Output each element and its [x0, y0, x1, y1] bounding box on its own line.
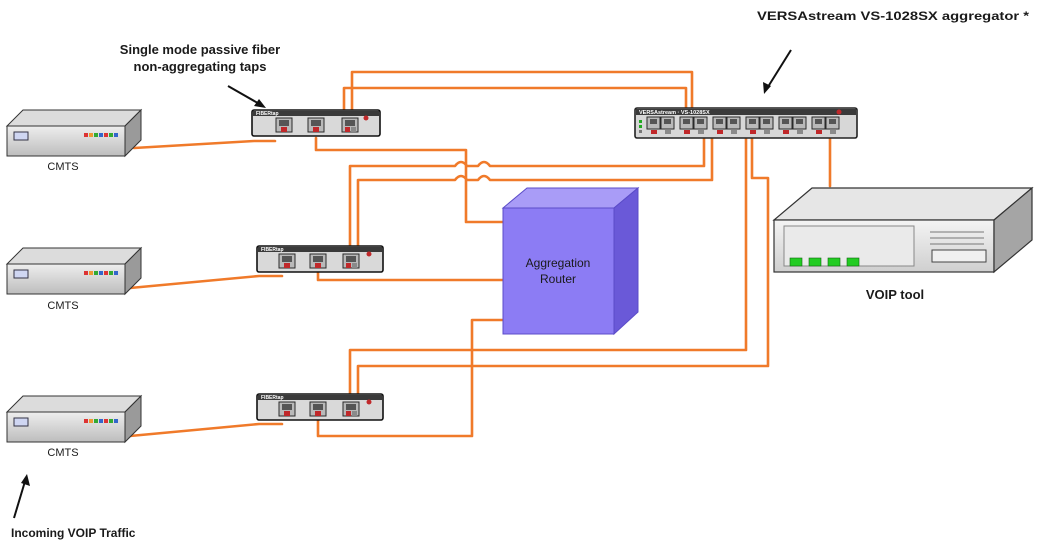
cmts-device-3 — [5, 394, 143, 444]
aggregation-router — [501, 186, 640, 336]
voip-tool-label: VOIP tool — [866, 287, 924, 302]
fiber-tap-3: FIBERtap — [256, 393, 384, 421]
fiber-tap-1: FIBERtap — [251, 109, 381, 137]
fiber-tap1-agg-a — [342, 86, 688, 128]
tap-brand-label: FIBERtap — [261, 395, 284, 401]
fiber-tap3-agg-b — [356, 136, 770, 412]
aggregator-brand-label: VERSAstream · VS-1028SX — [639, 110, 710, 116]
fiber-cmts2-tap2 — [128, 274, 284, 290]
cmts-label-3: CMTS — [47, 447, 78, 459]
cmts-label-2: CMTS — [47, 300, 78, 312]
taps-caption-line1: Single mode passive fiber — [120, 42, 280, 57]
fiber-tap1-agg-b — [350, 70, 694, 128]
arrow-icon — [227, 85, 266, 108]
router-label-line2: Router — [540, 272, 576, 286]
cmts-label-1: CMTS — [47, 161, 78, 173]
fiber-tap2-router — [316, 270, 508, 282]
fiber-tap1-router — [314, 136, 508, 224]
fiber-cmts3-tap3 — [128, 422, 284, 438]
aggregator-device: VERSAstream · VS-1028SX — [634, 107, 858, 139]
cmts-device-icon — [6, 125, 126, 157]
fiber-tap3-router — [316, 318, 508, 438]
fiber-tap-2: FIBERtap — [256, 245, 384, 273]
tap-brand-label: FIBERtap — [256, 111, 279, 117]
fiber-cables — [128, 70, 832, 438]
tap-brand-label: FIBERtap — [261, 247, 284, 253]
fiber-cmts1-tap1 — [132, 139, 277, 150]
arrow-icon — [13, 474, 30, 519]
incoming-traffic-label: Incoming VOIP Traffic — [11, 526, 136, 540]
taps-caption-line2: non-aggregating taps — [134, 59, 267, 74]
cmts-device-icon — [6, 263, 126, 295]
voip-tool-device — [772, 186, 1034, 274]
arrow-icon — [763, 49, 792, 94]
aggregator-caption: VERSAstream VS-1028SX aggregator * — [757, 9, 1029, 23]
router-label-line1: Aggregation — [526, 256, 591, 270]
fiber-tap3-agg-a — [348, 136, 748, 412]
fiber-tap2-agg-a — [348, 136, 706, 264]
cmts-device-2 — [5, 246, 143, 296]
cmts-device-icon — [6, 411, 126, 443]
fiber-tap2-agg-b — [356, 136, 714, 264]
cmts-device-1 — [5, 108, 143, 158]
